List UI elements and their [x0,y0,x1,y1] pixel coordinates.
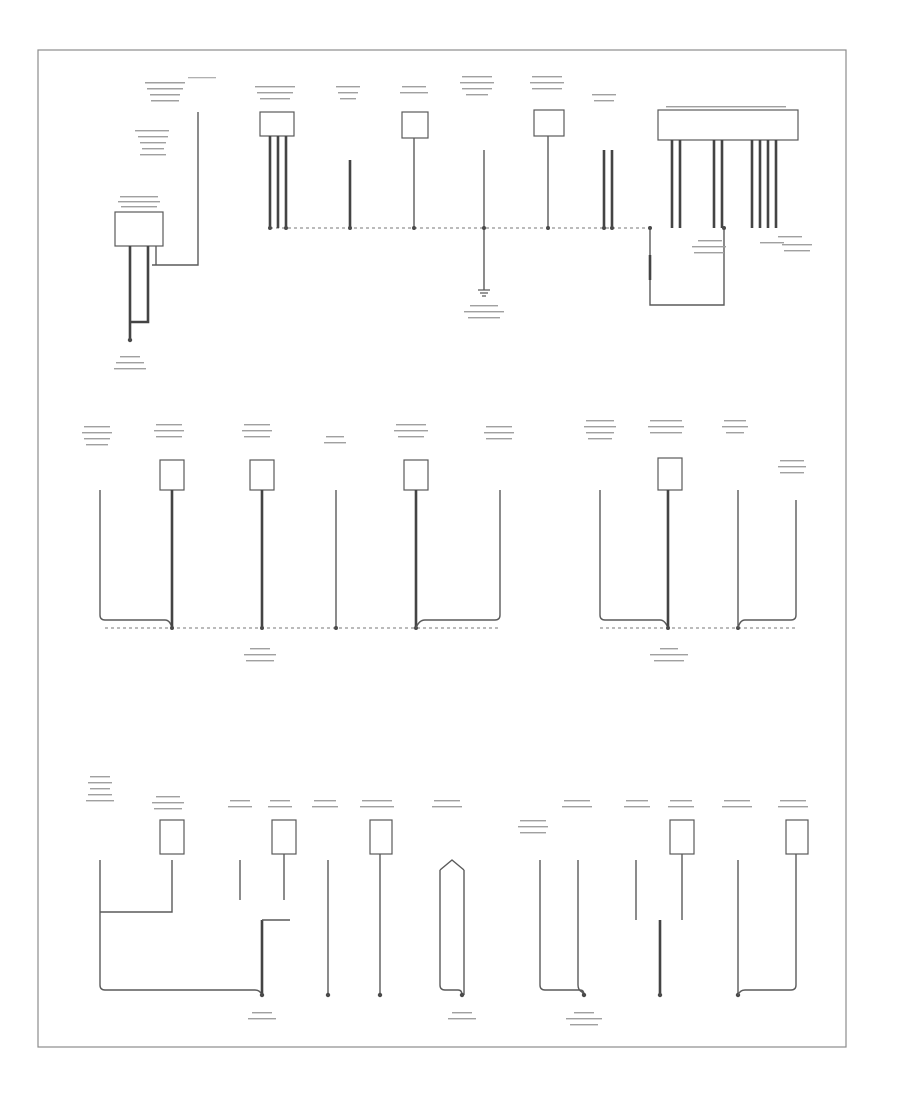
top-component-2 [336,86,360,230]
bottom-component-4 [268,800,297,900]
top-left-ground-wire-b [130,246,150,324]
top-component-6 [592,94,616,230]
bottom-component-6 [360,800,394,998]
top-component-1 [255,86,295,230]
bottom-component-9 [562,800,592,998]
top-center-bus-group [255,76,812,319]
bottom-component-10 [624,800,650,920]
bottom-component-12 [722,800,752,998]
top-left-module-group [114,77,216,370]
bottom-group [86,776,809,1026]
middle-right-component-3 [722,420,748,630]
bottom-component-8 [518,820,585,996]
middle-component-3 [242,424,275,630]
middle-left-ground-label [244,648,276,662]
middle-component-4 [324,436,346,630]
middle-left-group [82,424,514,662]
bottom-component-11 [657,800,695,998]
bottom-component-5 [312,800,338,998]
top-left-ground-label [114,356,146,370]
diagram-frame [37,49,847,1048]
top-left-feed-wire [152,112,199,266]
middle-right-component-2 [648,420,684,630]
bottom-component-1 [86,776,263,996]
middle-right-component-1 [584,420,669,629]
middle-component-1 [82,426,173,629]
top-component-4 [460,76,504,319]
middle-component-5 [394,424,429,630]
middle-right-group [584,420,806,662]
middle-right-ground-label [650,648,688,662]
middle-component-2 [154,424,185,630]
middle-component-6 [415,426,514,629]
middle-right-component-4 [737,460,806,629]
top-component-5 [530,76,565,230]
bottom-ground-labels [248,1012,602,1026]
bottom-component-7 [432,800,465,998]
bottom-component-13 [737,800,809,996]
bottom-component-2 [152,796,185,855]
top-left-module-box [114,211,164,247]
top-left-label-stack [145,77,216,102]
bottom-component-3 [228,800,290,998]
top-left-sub-label-stack [135,130,169,156]
top-left-module-label [118,196,160,208]
top-right-module [648,106,812,306]
top-left-ground-node [127,337,133,343]
top-component-3 [400,86,429,230]
